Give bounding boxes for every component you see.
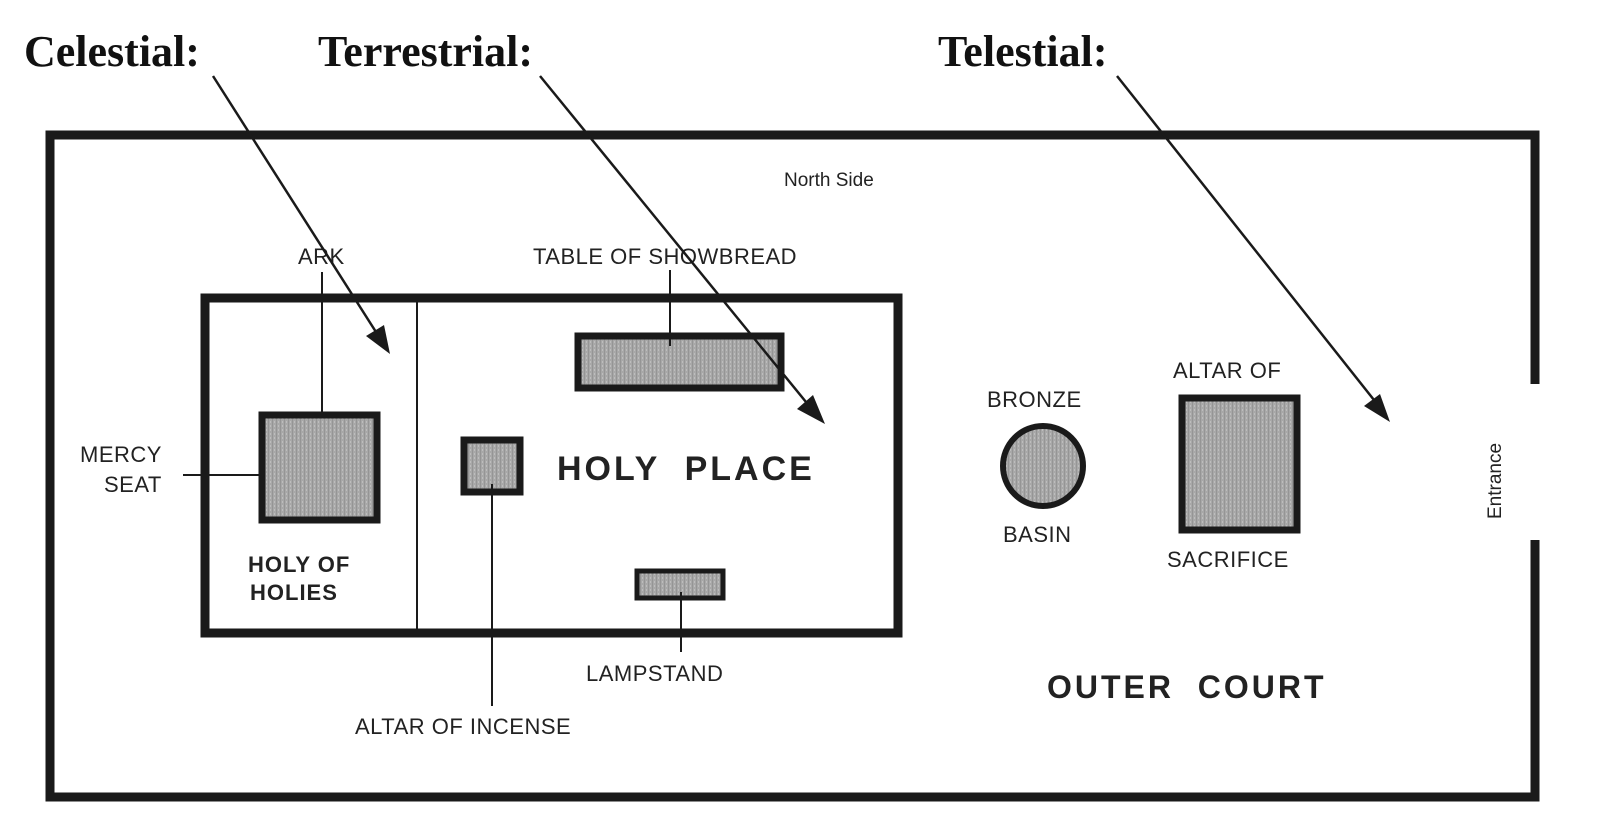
label-altar-of-incense: ALTAR OF INCENSE xyxy=(355,714,571,739)
label-holy-of-holies-line2: HOLIES xyxy=(250,580,338,605)
label-north-side: North Side xyxy=(784,170,874,191)
label-holy-of-holies-line1: HOLY OF xyxy=(248,552,350,577)
label-mercy-line1: MERCY xyxy=(80,442,162,467)
label-entrance: Entrance xyxy=(1485,443,1506,519)
table-of-showbread xyxy=(574,332,785,392)
celestial-arrowhead xyxy=(366,325,390,354)
label-sacrifice: SACRIFICE xyxy=(1167,547,1289,572)
altar-of-incense xyxy=(460,436,524,496)
label-holy-place: HOLY PLACE xyxy=(557,450,815,488)
altar-of-sacrifice xyxy=(1178,394,1301,534)
label-outer-court: OUTER COURT xyxy=(1047,669,1327,705)
label-lampstand: LAMPSTAND xyxy=(586,661,723,686)
label-ark: ARK xyxy=(298,244,345,269)
bronze-basin xyxy=(1000,423,1086,509)
heading-telestial: Telestial: xyxy=(938,27,1107,76)
tabernacle-building xyxy=(200,293,903,638)
label-table-of-showbread: TABLE OF SHOWBREAD xyxy=(533,244,797,269)
terrestrial-arrowhead xyxy=(797,395,825,424)
label-mercy-line2: SEAT xyxy=(104,472,162,497)
label-bronze: BRONZE xyxy=(987,387,1082,412)
heading-celestial: Celestial: xyxy=(24,27,200,76)
label-altar-of: ALTAR OF xyxy=(1173,358,1281,383)
telestial-arrowhead xyxy=(1364,394,1390,422)
outer-court-wall xyxy=(45,130,1540,802)
telestial-arrow-line xyxy=(1116,75,1375,401)
label-basin: BASIN xyxy=(1003,522,1072,547)
terrestrial-arrow-line xyxy=(539,75,807,403)
celestial-arrow-line xyxy=(211,75,378,333)
ark xyxy=(258,411,381,524)
heading-terrestrial: Terrestrial: xyxy=(318,27,533,76)
